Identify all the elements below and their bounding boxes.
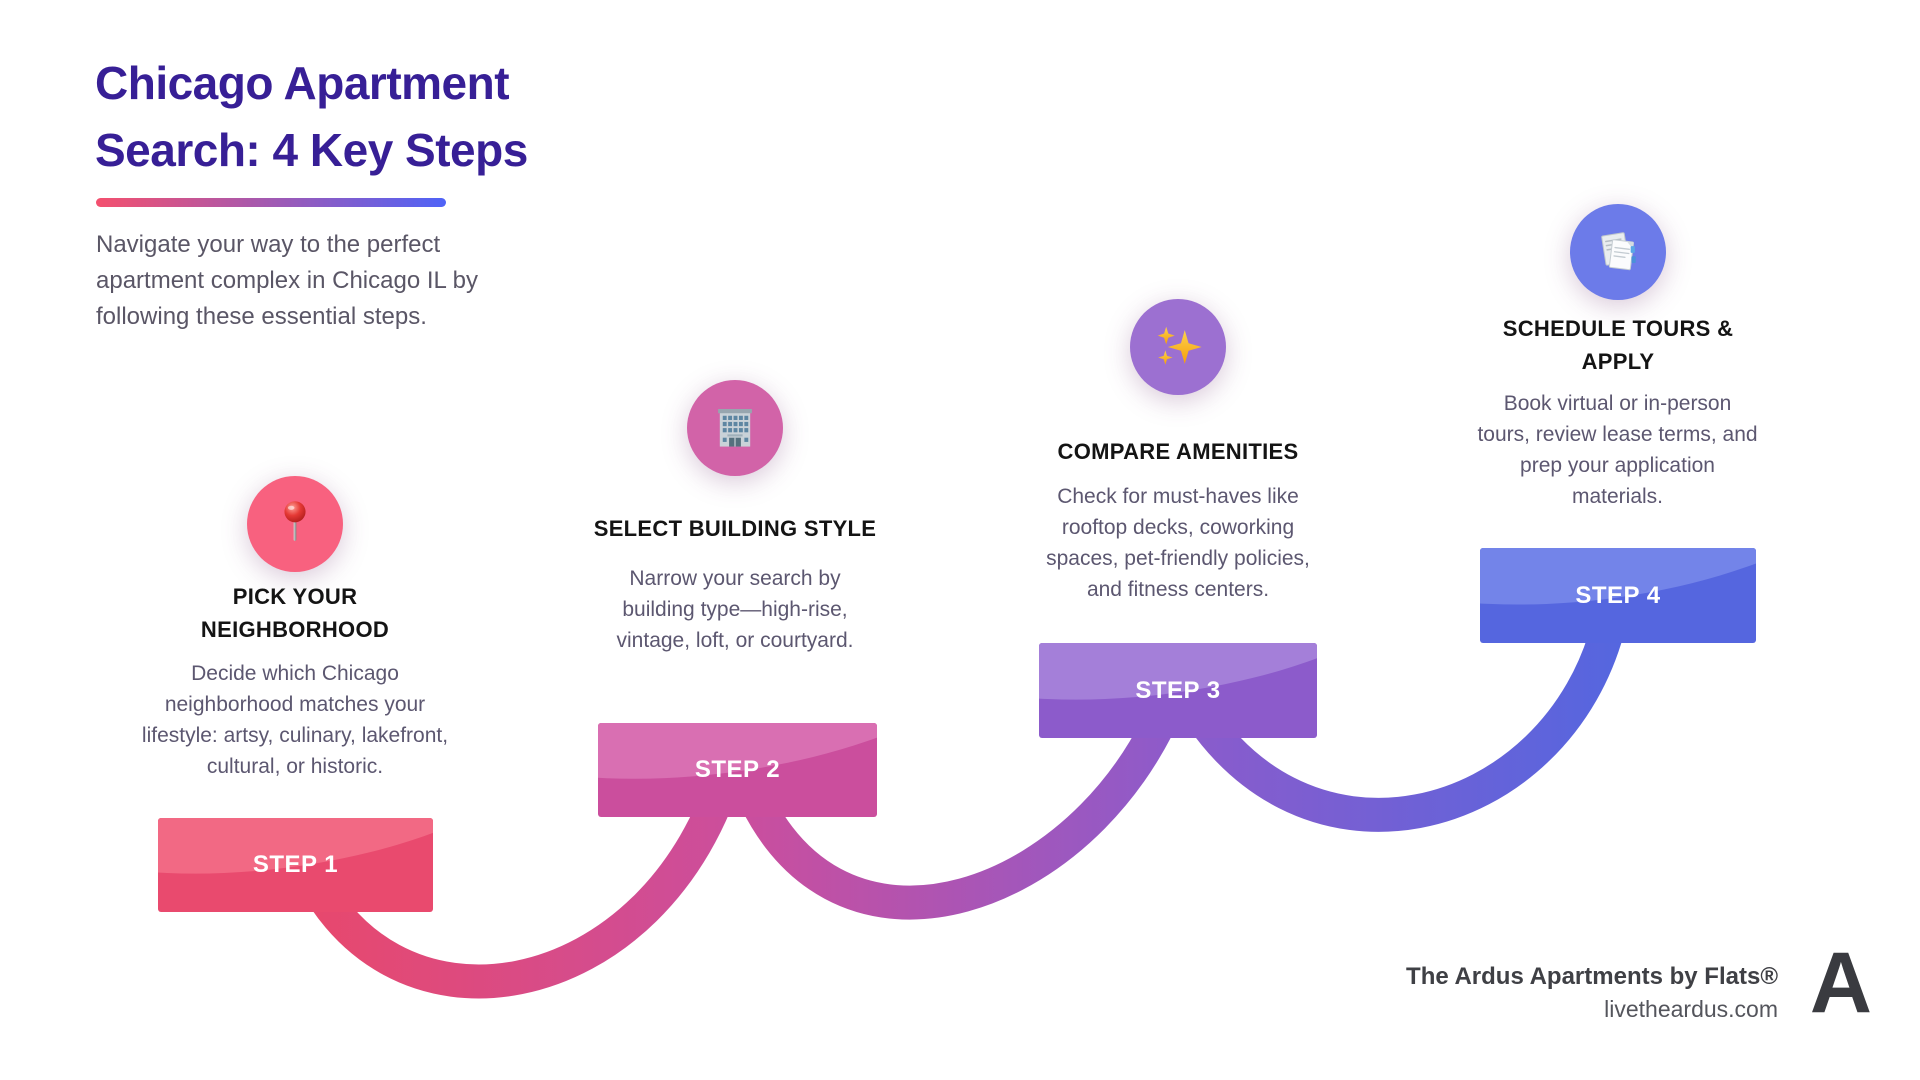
step-3-title: COMPARE AMENITIES xyxy=(1057,439,1299,464)
step-3-banner-label: STEP 3 xyxy=(1135,676,1221,704)
documents-icon xyxy=(1601,232,1636,271)
page-title-line2: Search: 4 Key Steps xyxy=(95,124,528,176)
step-3-description: Check for must-haves like rooftop decks,… xyxy=(1046,485,1310,601)
pushpin-icon xyxy=(284,501,306,541)
step-4-banner-label: STEP 4 xyxy=(1575,581,1661,609)
connector-arc-1 xyxy=(284,755,747,999)
step-1-circle xyxy=(247,476,343,572)
intro-text: Navigate your way to the perfect apartme… xyxy=(96,231,478,330)
website-url: livetheardus.com xyxy=(1604,996,1778,1022)
footer: The Ardus Apartments by Flats® livethear… xyxy=(1406,962,1778,1024)
office-building-icon xyxy=(718,409,752,447)
title-accent-bar xyxy=(96,198,446,207)
step-1-title: PICK YOUR NEIGHBORHOOD xyxy=(200,584,390,642)
step-3-circle xyxy=(1130,299,1226,395)
step-1-description: Decide which Chicago neighborhood matche… xyxy=(141,662,449,778)
page-title-line1: Chicago Apartment xyxy=(95,57,510,109)
step-2-title: SELECT BUILDING STYLE xyxy=(593,516,877,541)
connector-arc-2 xyxy=(723,665,1197,920)
step-4-circle xyxy=(1570,204,1666,300)
step-4-banner: STEP 4 xyxy=(1480,548,1756,643)
page-title: Chicago Apartment Search: 4 Key Steps xyxy=(95,50,528,184)
step-4-description: Book virtual or in-person tours, review … xyxy=(1477,392,1758,508)
step-3-banner: STEP 3 xyxy=(1039,643,1317,738)
connector-arc-3 xyxy=(1164,616,1627,832)
step-2-banner: STEP 2 xyxy=(598,723,877,817)
brand-name: The Ardus Apartments by Flats® xyxy=(1406,963,1778,990)
step-1-banner-label: STEP 1 xyxy=(252,851,339,878)
step-2-circle xyxy=(687,380,783,476)
sparkles-icon xyxy=(1157,326,1202,365)
step-4-title: SCHEDULE TOURS & APPLY xyxy=(1502,316,1734,374)
step-2-description: Narrow your search by building type—high… xyxy=(616,567,854,652)
step-2-banner-label: STEP 2 xyxy=(694,756,781,783)
brand-logo: A xyxy=(1809,935,1872,1031)
step-1-banner: STEP 1 xyxy=(158,818,433,912)
